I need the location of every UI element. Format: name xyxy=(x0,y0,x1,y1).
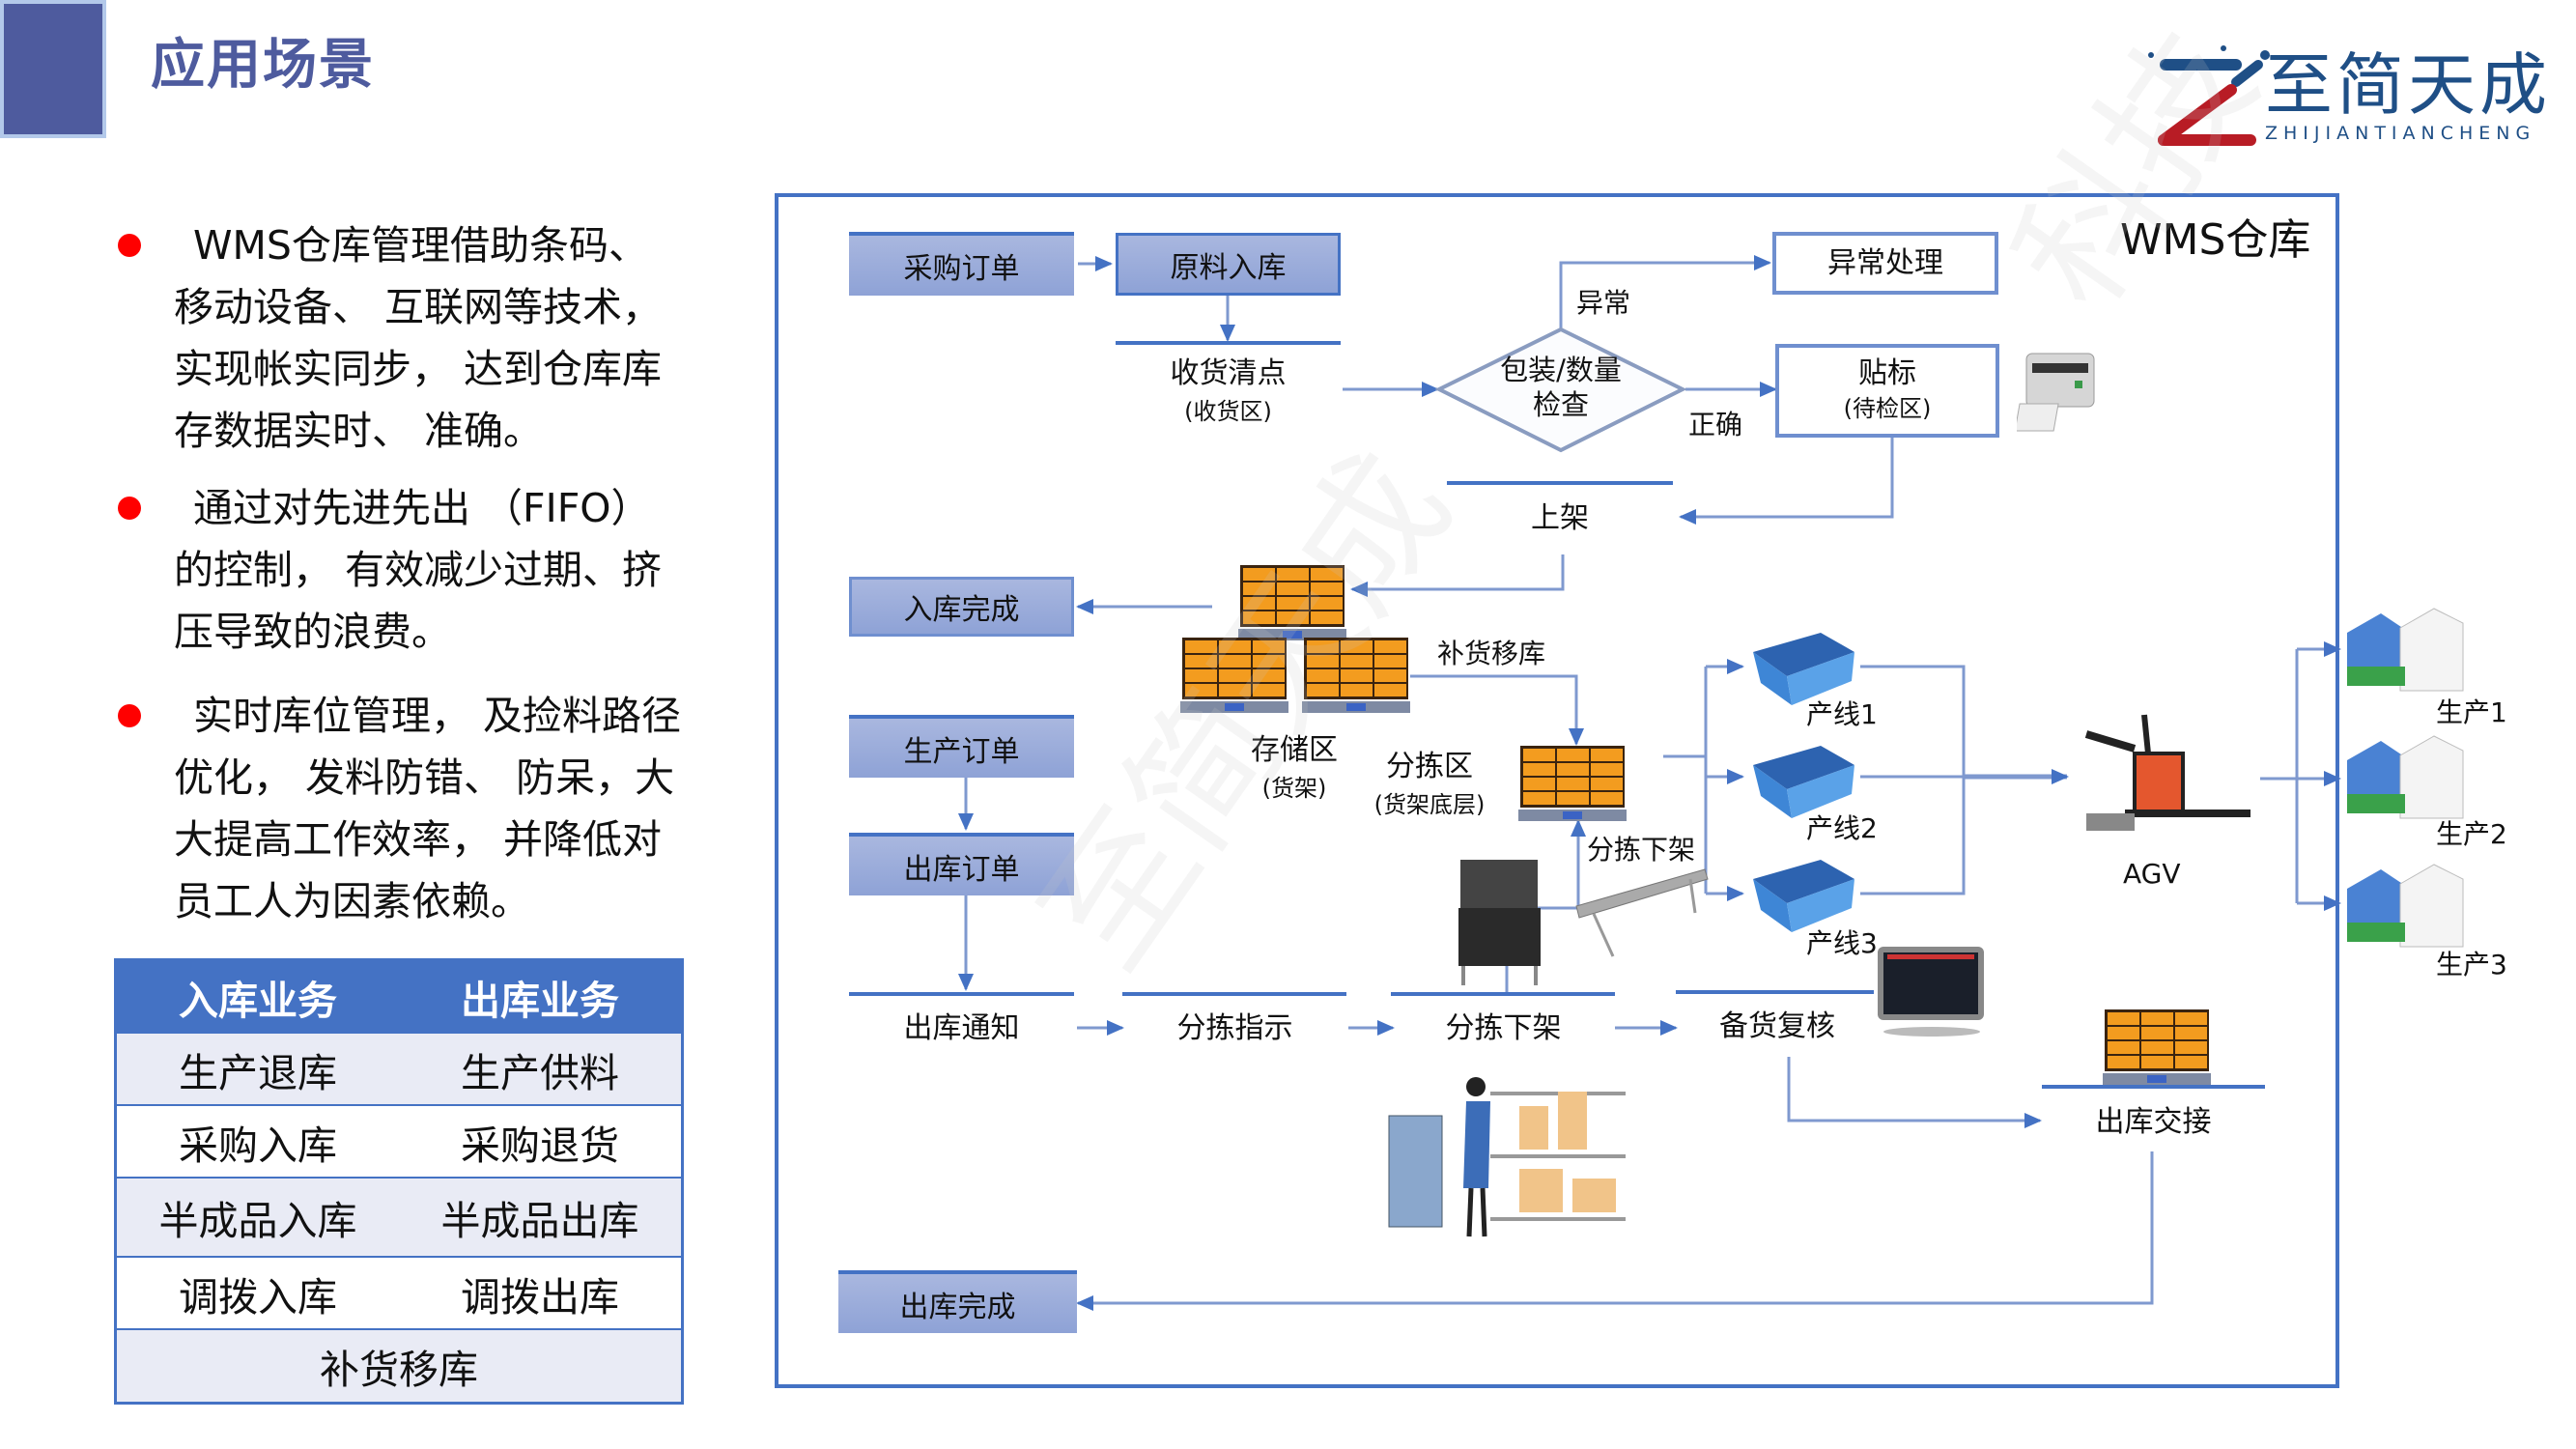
table-cell: 调拨入库 xyxy=(179,1273,337,1321)
decision-label: 包装/数量 检查 xyxy=(1478,353,1644,422)
pallet-icon-handover xyxy=(2103,1009,2211,1085)
bullet-text: 实时库位管理， 及捡料路径优化， 发料防错、 防呆，大大提高工作效率， 并降低对… xyxy=(174,693,682,924)
labeling-label: 贴标 xyxy=(1858,355,1916,390)
label-prod3: 生产3 xyxy=(2436,949,2507,980)
company-logo-icon xyxy=(2148,45,2270,146)
label-line1: 产线1 xyxy=(1806,698,1878,730)
table-row: 生产退库 生产供料 xyxy=(117,1034,681,1106)
bullet-item: 实时库位管理， 及捡料路径优化， 发料防错、 防呆，大大提高工作效率， 并降低对… xyxy=(116,685,686,932)
table-cell: 半成品入库 xyxy=(158,1198,357,1244)
label-picking-area: 分拣区 (货架底层) xyxy=(1362,749,1497,823)
table-cell: 采购入库 xyxy=(179,1122,337,1169)
bullet-dot-icon xyxy=(118,234,141,257)
table-header-inbound: 入库业务 xyxy=(179,977,337,1024)
pallet-icon-storage-right xyxy=(1302,638,1410,713)
box-production-order: 生产订单 xyxy=(849,715,1074,778)
decision-line1: 包装/数量 xyxy=(1500,354,1622,386)
exception-handling-label: 异常处理 xyxy=(1827,245,1943,280)
stage-picking-instruction: 分拣指示 xyxy=(1176,1011,1293,1045)
worker-picking-illustration xyxy=(1388,1077,1626,1237)
bullet-dot-icon xyxy=(118,704,141,727)
picking-cart-conveyor-icon xyxy=(1458,860,1709,985)
label-picking-offshelf-side: 分拣下架 xyxy=(1587,834,1696,866)
storage-area-sub: (货架) xyxy=(1261,775,1327,802)
pallet-icon-storage-left xyxy=(1180,638,1288,713)
pallet-icon-picking-area xyxy=(1518,746,1627,821)
label-storage-area: 存储区 (货架) xyxy=(1236,732,1352,807)
wms-diagram-frame xyxy=(775,193,2339,1388)
box-exception-handling: 异常处理 xyxy=(1772,232,1998,295)
box-outbound-done: 出库完成 xyxy=(838,1270,1077,1333)
stage-outbound-handover: 出库交接 xyxy=(2095,1105,2212,1139)
storage-area-text: 存储区 xyxy=(1251,733,1338,767)
label-line2: 产线2 xyxy=(1806,812,1878,844)
crate-icon-line3 xyxy=(1753,860,1854,932)
bullet-dot-icon xyxy=(118,497,141,520)
box-purchase-order: 采购订单 xyxy=(849,232,1074,296)
pallet-icon-storage-top xyxy=(1238,565,1346,640)
bullet-item: 通过对先进先出 （FIFO）的控制， 有效减少过期、挤压导致的浪费。 xyxy=(116,477,686,663)
bullet-item: WMS仓库管理借助条码、移动设备、 互联网等技术，实现帐实同步， 达到仓库库存数… xyxy=(116,214,686,462)
arrow-handover-to-done xyxy=(1076,1151,2154,1311)
stage-receiving-sub: (收货区) xyxy=(1184,398,1272,425)
table-row: 调拨入库 调拨出库 xyxy=(117,1258,681,1330)
label-abnormal: 异常 xyxy=(1576,287,1631,319)
box-raw-inbound: 原料入库 xyxy=(1116,233,1341,296)
table-header-outbound: 出库业务 xyxy=(461,977,619,1024)
business-table: 入库业务 出库业务 生产退库 生产供料 采购入库 采购退货 半成品入库 半成品出… xyxy=(114,958,684,1405)
stage-receiving-label: 收货清点 xyxy=(1170,356,1287,390)
decision-line2: 检查 xyxy=(1532,388,1589,421)
table-row: 半成品入库 半成品出库 xyxy=(117,1179,681,1258)
crate-icon-line1 xyxy=(1753,633,1854,705)
arrow-replenish-to-picking xyxy=(1410,674,1584,746)
label-line3: 产线3 xyxy=(1806,927,1878,959)
factory-icon-prod2 xyxy=(2347,735,2464,819)
label-replenish-transfer: 补货移库 xyxy=(1437,638,1546,669)
picking-area-sub: (货架底层) xyxy=(1373,791,1486,818)
arrow-label-to-putaway xyxy=(1679,438,1894,525)
labeling-sub-label: (待检区) xyxy=(1843,394,1932,422)
box-inbound-done: 入库完成 xyxy=(849,577,1074,637)
stage-prep-check: 备货复核 xyxy=(1719,1009,1835,1043)
table-cell: 采购退货 xyxy=(461,1122,619,1169)
logo-text-cn: 至简天成 xyxy=(2265,45,2551,125)
check-monitor-icon xyxy=(1878,947,1984,1037)
table-header-row: 入库业务 出库业务 xyxy=(117,961,681,1034)
table-cell: 生产退库 xyxy=(179,1049,337,1096)
agv-forklift-icon xyxy=(2084,714,2250,831)
table-row: 采购入库 采购退货 xyxy=(117,1106,681,1179)
arrow-check-to-handover xyxy=(1787,1057,2042,1128)
label-prod1: 生产1 xyxy=(2436,696,2507,728)
factory-icon-prod3 xyxy=(2347,864,2464,948)
label-correct: 正确 xyxy=(1688,409,1743,440)
crate-icon-line2 xyxy=(1753,746,1854,818)
logo-text-en: ZHIJIANTIANCHENG xyxy=(2265,123,2536,144)
stage-outbound-notice: 出库通知 xyxy=(903,1011,1020,1045)
wms-diagram-title: WMS仓库 xyxy=(2120,215,2311,265)
decision-diamond xyxy=(1434,327,1687,453)
arrow-putaway-to-storage xyxy=(1350,554,1565,597)
table-footer-cell: 补货移库 xyxy=(320,1347,478,1393)
table-cell: 调拨出库 xyxy=(461,1273,619,1321)
bullet-text: WMS仓库管理借助条码、移动设备、 互联网等技术，实现帐实同步， 达到仓库库存数… xyxy=(174,222,663,454)
label-printer-icon xyxy=(2017,353,2095,432)
picking-area-text: 分拣区 xyxy=(1386,750,1473,783)
stage-receiving: 收货清点 (收货区) xyxy=(1116,355,1341,430)
factory-icon-prod1 xyxy=(2347,608,2464,692)
table-cell: 生产供料 xyxy=(461,1049,619,1096)
label-prod2: 生产2 xyxy=(2436,818,2507,850)
table-row: 补货移库 xyxy=(117,1330,681,1402)
label-agv: AGV xyxy=(2123,858,2181,890)
title-accent-block xyxy=(0,0,106,138)
table-cell: 半成品出库 xyxy=(440,1198,639,1244)
stage-picking-offshelf: 分拣下架 xyxy=(1445,1011,1562,1045)
bullet-text: 通过对先进先出 （FIFO）的控制， 有效减少过期、挤压导致的浪费。 xyxy=(174,485,663,655)
box-labeling: 贴标 (待检区) xyxy=(1775,344,1999,438)
page-title: 应用场景 xyxy=(151,34,375,97)
arrow-check-to-exception xyxy=(1559,255,1771,329)
box-outbound-order: 出库订单 xyxy=(849,833,1074,895)
stage-putaway: 上架 xyxy=(1531,501,1589,535)
